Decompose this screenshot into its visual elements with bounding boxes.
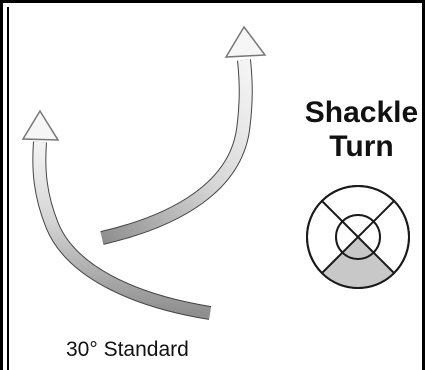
caption-30-standard: 30° Standard — [66, 338, 189, 361]
curved-arrow-left-icon — [21, 109, 212, 320]
shackle-turn-dial-icon — [306, 185, 410, 289]
shackle-turn-title: Shackle Turn — [298, 96, 425, 164]
curved-arrow-right-icon — [100, 25, 267, 245]
title-line-1: Shackle — [304, 96, 419, 129]
title-line-2: Turn — [329, 130, 394, 163]
left-border-line — [7, 7, 9, 370]
